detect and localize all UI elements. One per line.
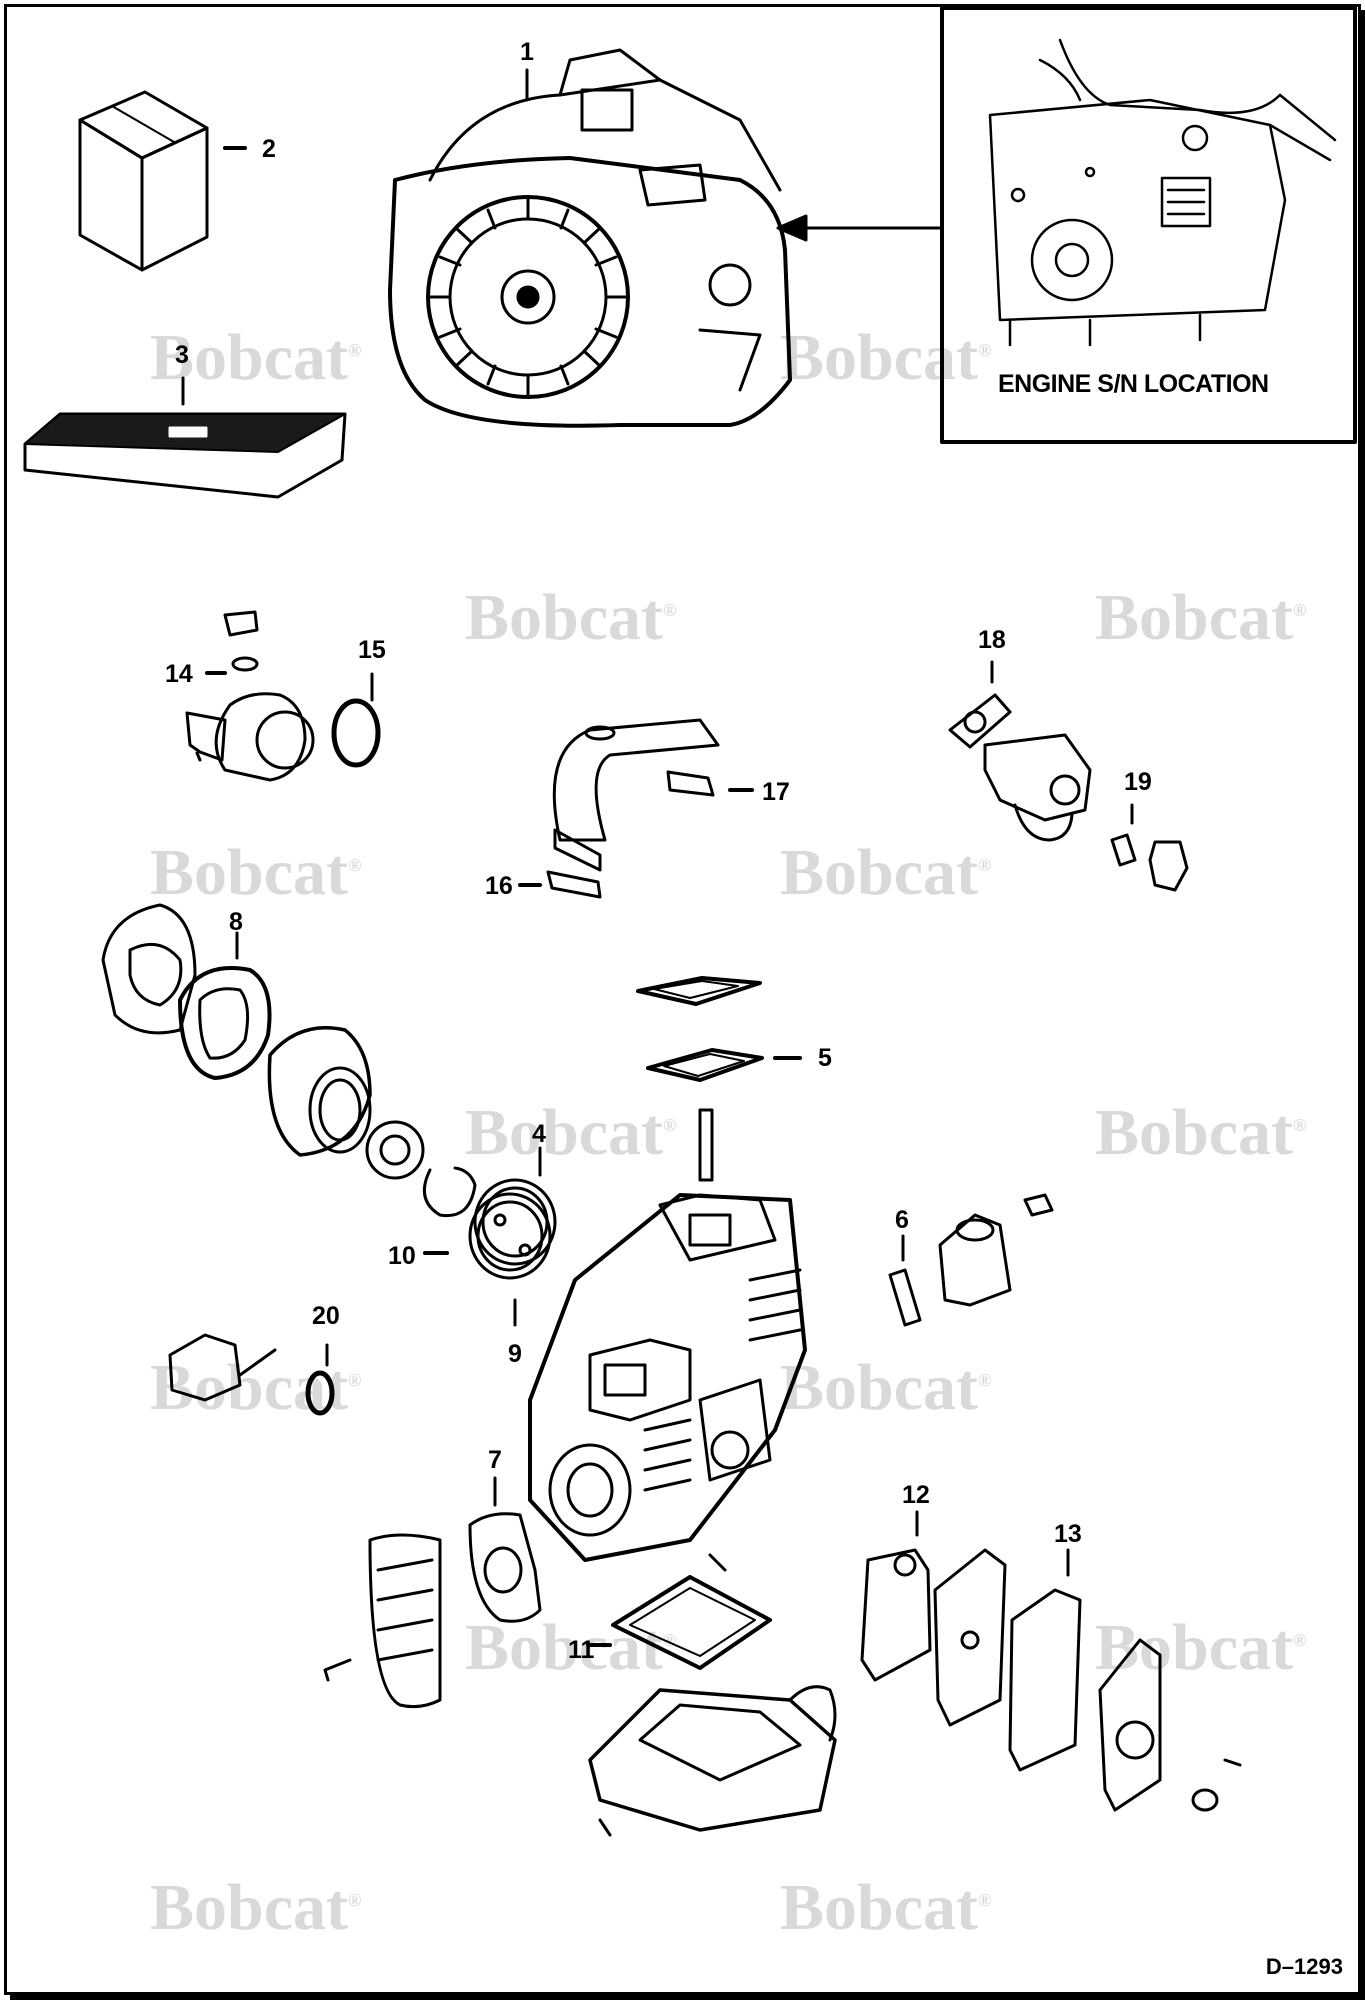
callout-5: 5 [818, 1044, 832, 1072]
callout-19: 19 [1124, 768, 1152, 796]
engine-assembly [388, 48, 792, 428]
cylinder-head-gaskets [636, 976, 764, 1182]
end-cover-assembly [101, 903, 477, 1218]
base-11 [588, 1575, 837, 1837]
inset-engine-detail [988, 38, 1337, 347]
callout-16: 16 [485, 872, 513, 900]
gear-rings [468, 1178, 557, 1280]
callout-1: 1 [520, 38, 534, 66]
fitting-19 [1110, 833, 1189, 892]
carburetor [948, 693, 1092, 842]
inset-box [940, 6, 1357, 444]
blower-housing-gasket-7 [323, 1512, 542, 1709]
callout-11: 11 [568, 1636, 595, 1664]
callout-3: 3 [175, 341, 189, 369]
callout-9: 9 [508, 1340, 522, 1368]
inset-label: ENGINE S/N LOCATION [998, 370, 1269, 398]
oil-pipe [546, 718, 720, 899]
retaining-ring-15 [331, 698, 381, 768]
inset-pointer-arrow [776, 214, 808, 242]
box-kit [78, 90, 209, 272]
callout-8: 8 [229, 908, 243, 936]
starter-motor [185, 610, 315, 782]
callout-7: 7 [488, 1446, 502, 1474]
fuel-pump [168, 1333, 335, 1416]
drawing-number: D–1293 [1265, 1954, 1343, 1979]
callout-2: 2 [262, 135, 276, 163]
callout-14: 14 [165, 660, 193, 688]
callout-4: 4 [532, 1120, 546, 1148]
callout-18: 18 [978, 626, 1006, 654]
breather-6 [888, 1193, 1054, 1327]
callout-6: 6 [895, 1206, 909, 1234]
side-covers [860, 1548, 1242, 1812]
callout-15: 15 [358, 636, 386, 664]
callout-20: 20 [312, 1302, 340, 1330]
callout-17: 17 [762, 778, 790, 806]
callout-10: 10 [388, 1242, 416, 1270]
engine-block [528, 1193, 807, 1572]
decal-plate [23, 412, 347, 499]
callout-13: 13 [1054, 1520, 1082, 1548]
callout-12: 12 [902, 1481, 930, 1509]
